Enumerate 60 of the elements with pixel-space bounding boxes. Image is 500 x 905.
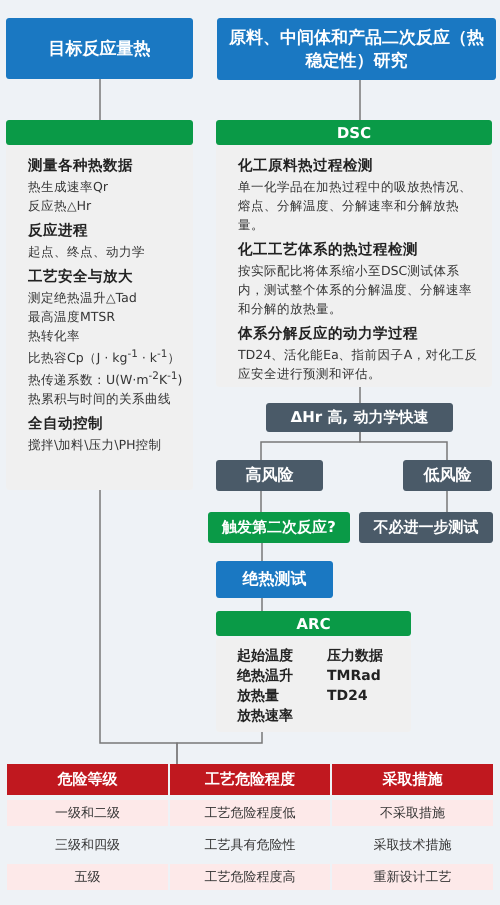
title-box: 原料、中间体和产品二次反应（热稳定性）研究 bbox=[217, 18, 496, 80]
body-text: 最高温度MTSR bbox=[28, 308, 116, 326]
connector-line bbox=[260, 491, 262, 512]
section-heading: 化工工艺体系的热过程检测 bbox=[238, 240, 419, 260]
connector-line bbox=[359, 387, 361, 403]
body-text: 单一化学品在加热过程中的吸放热情况、熔点、分解温度、分解速率和分解放热量。 bbox=[238, 178, 473, 234]
section-heading: 测量各种热数据 bbox=[28, 156, 134, 176]
body-text: 测定绝热温升△Tad bbox=[28, 289, 138, 307]
body-text: 热生成速率Qr bbox=[28, 178, 109, 196]
table-cell: 一级和二级 bbox=[7, 800, 168, 826]
table-header-cell: 采取措施 bbox=[332, 764, 493, 795]
table-cell-text: 采取技术措施 bbox=[372, 837, 452, 855]
header-band: ARC bbox=[216, 611, 411, 636]
table-header-cell: 工艺危险程度 bbox=[170, 764, 330, 795]
connector-line bbox=[446, 491, 448, 512]
connector-line bbox=[261, 598, 263, 611]
list-item: 放热速率 bbox=[237, 706, 293, 726]
table-cell-text: 三级和四级 bbox=[54, 837, 121, 855]
body-text: 搅拌\加料\压力\PH控制 bbox=[28, 436, 163, 454]
section-heading: 工艺安全与放大 bbox=[28, 267, 134, 287]
body-text: 反应热△Hr bbox=[28, 197, 92, 215]
panel-card bbox=[6, 120, 193, 490]
table-cell: 工艺危险程度低 bbox=[170, 800, 330, 826]
list-item: TD24 bbox=[327, 687, 368, 706]
section-heading: 化工原料热过程检测 bbox=[238, 156, 374, 176]
test-box: 绝热测试 bbox=[216, 561, 333, 598]
list-item: 压力数据 bbox=[327, 647, 383, 666]
section-heading: 全自动控制 bbox=[28, 414, 104, 434]
section-heading: 反应进程 bbox=[28, 221, 89, 241]
body-text: 起点、终点、动力学 bbox=[28, 243, 146, 261]
question-box: 触发第二次反应? bbox=[208, 512, 350, 543]
connector-line bbox=[176, 732, 263, 764]
table-cell-text: 工艺具有危险性 bbox=[204, 837, 296, 855]
connector-line bbox=[99, 79, 101, 120]
risk-box: 低风险 bbox=[403, 460, 492, 491]
risk-box: 高风险 bbox=[216, 460, 323, 491]
body-text: 热转化率 bbox=[28, 327, 81, 345]
body-text: 热累积与时间的关系曲线 bbox=[28, 390, 172, 408]
connector-line bbox=[359, 80, 361, 120]
body-text: 按实际配比将体系缩小至DSC测试体系内，测试整个体系的分解温度、分解速率和分解的放热量。 bbox=[238, 262, 473, 318]
panel-card bbox=[216, 120, 492, 387]
decision-box: ΔHr 高, 动力学快速 bbox=[266, 403, 453, 432]
list-item: 起始温度 bbox=[237, 646, 293, 666]
body-text: TD24、活化能Ea、指前因子A，对化工反应安全进行预测和评估。 bbox=[238, 346, 478, 383]
result-box: 不必进一步测试 bbox=[359, 512, 493, 543]
section-heading: 体系分解反应的动力学过程 bbox=[238, 324, 419, 344]
table-cell: 重新设计工艺 bbox=[332, 864, 493, 890]
list-item: 绝热温升 bbox=[237, 667, 293, 686]
title-box: 目标反应量热 bbox=[6, 18, 193, 79]
table-cell: 五级 bbox=[7, 864, 168, 890]
connector-line bbox=[359, 432, 448, 460]
table-cell: 不采取措施 bbox=[332, 800, 493, 826]
connector-line bbox=[261, 543, 263, 561]
table-header-cell: 危险等级 bbox=[7, 764, 168, 795]
list-item: TMRad bbox=[327, 667, 381, 686]
body-text: 热传递系数：U(W·m$^{-2}$K$^{-1}$) bbox=[28, 369, 184, 390]
body-text: 比热容Cp（J · kg$^{-1}$ · k$^{-1}$） bbox=[28, 347, 182, 368]
table-cell: 工艺危险程度高 bbox=[170, 864, 330, 890]
header-band: DSC bbox=[216, 120, 492, 145]
list-item: 放热量 bbox=[237, 687, 279, 706]
